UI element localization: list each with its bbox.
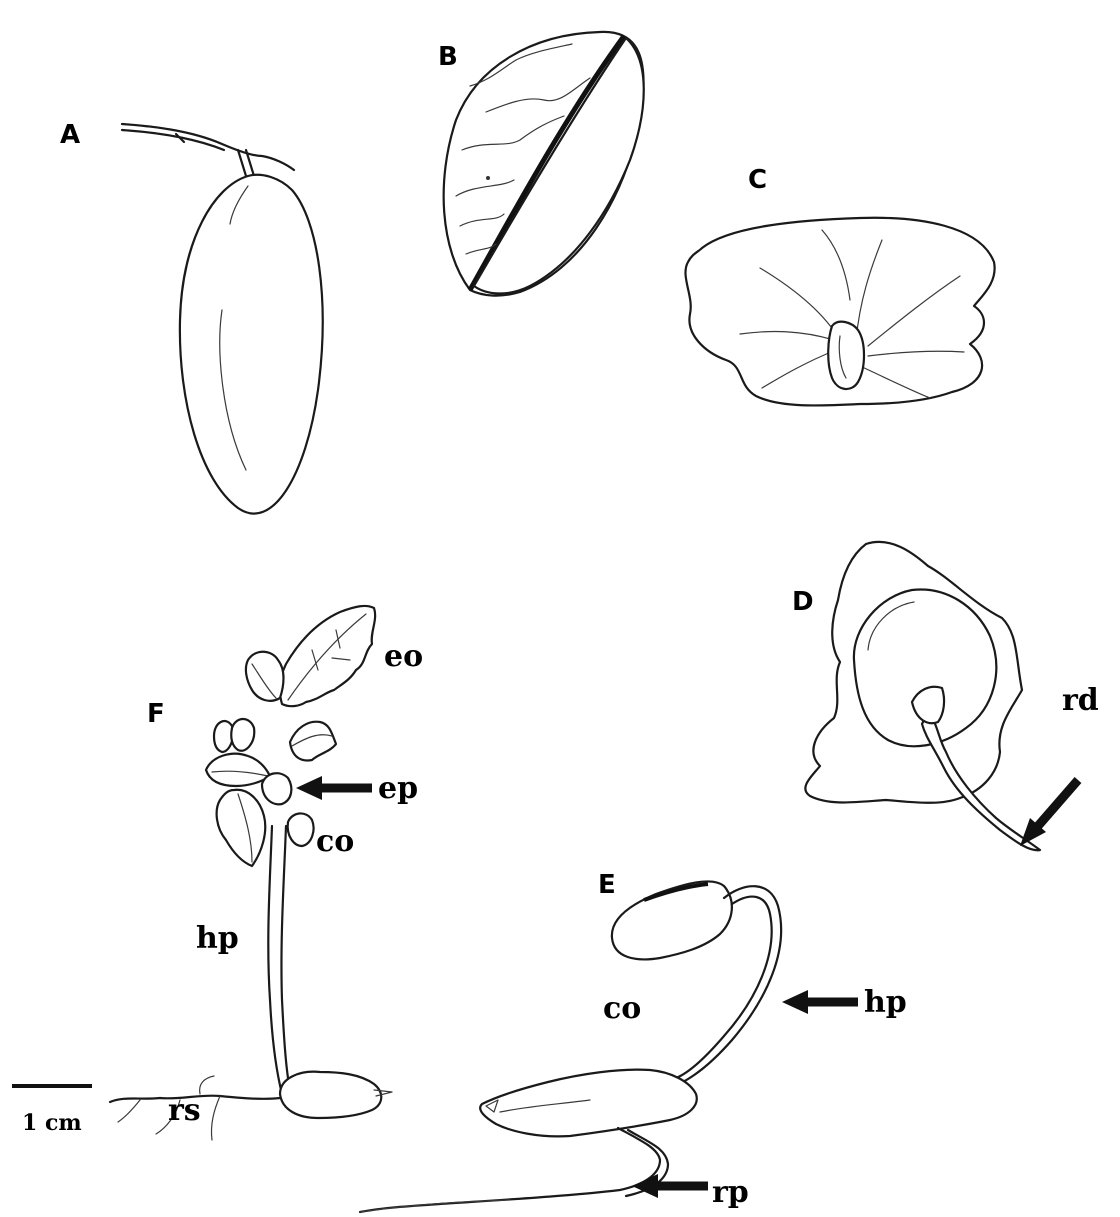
panel-d-label: D [792,587,814,617]
panel-e-label: E [598,870,616,900]
label-rp: rp [712,1175,749,1210]
label-co-e: co [603,991,641,1026]
label-rs: rs [168,1093,201,1128]
panel-c-seed [685,218,994,406]
panel-c-label: C [748,165,767,195]
panel-b-label: B [438,42,458,72]
panel-d-germinating-seed [805,542,1040,850]
label-ep: ep [378,771,418,806]
arrow-rd [1020,780,1078,846]
scale-bar: 1 cm [12,1086,92,1136]
arrow-rp [632,1174,708,1198]
panel-b-cut-fruit [444,32,644,296]
panel-f-label: F [147,699,165,729]
arrow-ep [296,776,372,800]
panel-f-young-plant [110,606,392,1140]
fruit-body [180,175,323,514]
label-hp-e: hp [864,985,907,1020]
label-eo: eo [384,639,423,674]
label-rd: rd [1062,683,1099,718]
label-co-f: co [316,824,354,859]
panel-a-fruit [122,124,323,514]
label-hp-f: hp [196,921,239,956]
scale-bar-label: 1 cm [22,1110,82,1136]
panel-e-seedling [360,881,781,1212]
arrow-hp-e [782,990,858,1014]
panel-a-label: A [60,120,80,150]
